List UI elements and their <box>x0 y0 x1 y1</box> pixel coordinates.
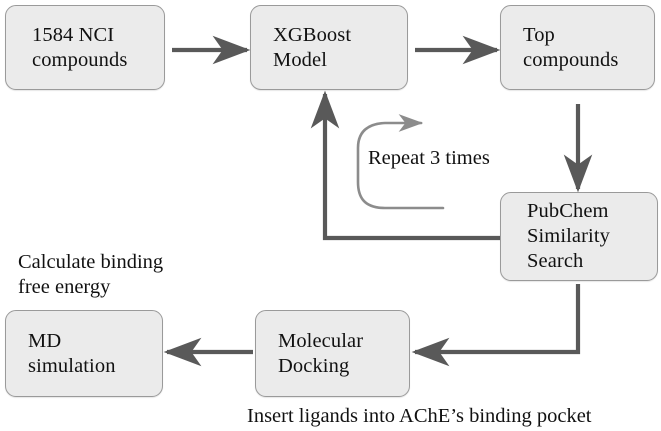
node-pubchem-line-2: Similarity <box>527 225 610 247</box>
node-nci-line-2: compounds <box>32 48 128 71</box>
node-nci-compounds[interactable]: 1584 NCI compounds <box>5 5 165 90</box>
caption-repeat-loop-text: Repeat 3 times <box>368 147 490 169</box>
node-nci-line-1: 1584 NCI <box>32 23 115 46</box>
caption-docking-note-text: Insert ligands into AChE’s binding pocke… <box>247 405 592 427</box>
edge-pubchem-to-docking <box>411 284 581 367</box>
node-md-line-2: simulation <box>28 354 116 377</box>
caption-free-energy: Calculate binding free energy <box>18 250 163 300</box>
node-xgboost-model[interactable]: XGBoost Model <box>250 5 408 90</box>
edge-pubchem-to-xgboost-feedback <box>310 90 500 241</box>
node-top-compounds[interactable]: Top compounds <box>500 5 655 90</box>
node-docking-line-1: Molecular <box>278 329 364 352</box>
node-md-simulation[interactable]: MD simulation <box>5 310 163 397</box>
node-top-line-1: Top <box>523 23 555 46</box>
node-top-line-2: compounds <box>523 48 619 71</box>
node-molecular-docking[interactable]: Molecular Docking <box>255 310 410 397</box>
node-pubchem-line-1: PubChem <box>527 200 609 222</box>
repeat-loop-arrow-icon <box>356 114 445 210</box>
node-docking-line-2: Docking <box>278 354 350 377</box>
caption-docking-note: Insert ligands into AChE’s binding pocke… <box>247 404 592 429</box>
node-xgboost-line-1: XGBoost <box>273 23 352 46</box>
node-xgboost-line-2: Model <box>273 48 328 71</box>
node-pubchem-similarity-search[interactable]: PubChem Similarity Search <box>500 192 658 281</box>
node-md-line-1: MD <box>28 329 62 352</box>
caption-free-energy-line-1: Calculate binding <box>18 251 164 273</box>
node-pubchem-line-3: Search <box>527 250 584 272</box>
caption-repeat-loop: Repeat 3 times <box>368 146 490 171</box>
caption-free-energy-line-2: free energy <box>18 276 111 298</box>
